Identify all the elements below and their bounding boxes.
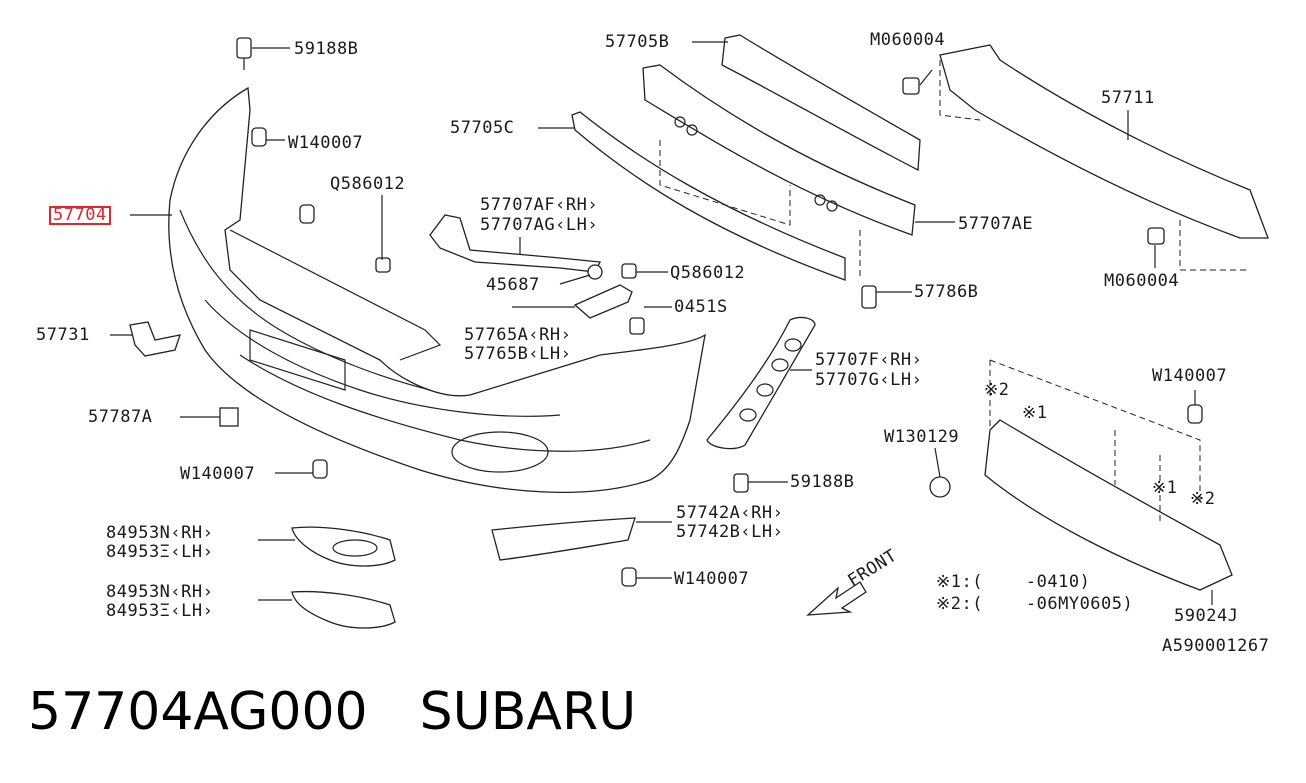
label-84953o-2[interactable]: 84953Ξ‹LH› bbox=[106, 601, 214, 621]
label-note-2: ※2:( -06MY0605) bbox=[936, 594, 1134, 614]
bolt-q586012-a[interactable] bbox=[375, 257, 391, 273]
bolt-m060004-a[interactable] bbox=[902, 77, 920, 95]
label-q586012-a[interactable]: Q586012 bbox=[330, 174, 406, 194]
clip-w130129[interactable] bbox=[929, 476, 951, 498]
label-57707f[interactable]: 57707F‹RH› bbox=[815, 350, 923, 370]
label-q586012-b[interactable]: Q586012 bbox=[670, 263, 746, 283]
screw-w140007-c[interactable] bbox=[621, 567, 637, 587]
label-57705c[interactable]: 57705C bbox=[450, 118, 515, 138]
label-note-mark-2a: ※2 bbox=[984, 380, 1010, 400]
front-arrow-icon bbox=[806, 581, 867, 616]
label-note-mark-1a: ※1 bbox=[1022, 403, 1048, 423]
screw-w140007-d[interactable] bbox=[1187, 404, 1203, 424]
label-57705b[interactable]: 57705B bbox=[605, 32, 670, 52]
label-57711[interactable]: 57711 bbox=[1101, 88, 1155, 108]
clip-w140007-b[interactable] bbox=[312, 459, 328, 479]
fog-cover-84953-lower[interactable] bbox=[291, 590, 396, 629]
bolt-0451s[interactable] bbox=[629, 317, 645, 335]
label-w140007-a[interactable]: W140007 bbox=[288, 133, 364, 153]
label-57707ae[interactable]: 57707AE bbox=[958, 214, 1034, 234]
part-footer: 57704AG000 SUBARU bbox=[28, 682, 636, 742]
brand-name: SUBARU bbox=[419, 682, 637, 742]
label-57765b[interactable]: 57765B‹LH› bbox=[464, 344, 572, 364]
label-w140007-d[interactable]: W140007 bbox=[1152, 366, 1228, 386]
label-59188b-mid[interactable]: 59188B bbox=[790, 472, 855, 492]
leader-lines bbox=[110, 41, 1213, 605]
label-59024j[interactable]: 59024J bbox=[1174, 606, 1239, 626]
label-59188b-top[interactable]: 59188B bbox=[294, 39, 359, 59]
under-cover-59024j[interactable] bbox=[984, 419, 1233, 591]
label-45687[interactable]: 45687 bbox=[486, 275, 540, 295]
label-w130129[interactable]: W130129 bbox=[884, 427, 960, 447]
label-note-mark-2b: ※2 bbox=[1190, 489, 1216, 509]
label-w140007-c[interactable]: W140007 bbox=[674, 569, 750, 589]
part-number: 57704AG000 bbox=[28, 682, 368, 742]
clip-under[interactable] bbox=[299, 204, 315, 224]
beam-57711[interactable] bbox=[939, 44, 1269, 239]
label-57787a[interactable]: 57787A bbox=[88, 407, 153, 427]
label-57707af[interactable]: 57707AF‹RH› bbox=[480, 195, 599, 215]
bracket-57731[interactable] bbox=[129, 321, 181, 357]
bracket-57765a[interactable] bbox=[573, 284, 633, 319]
label-57707g[interactable]: 57707G‹LH› bbox=[815, 370, 923, 390]
bolt-57786b[interactable] bbox=[861, 285, 877, 309]
clip-59188b-top[interactable] bbox=[236, 37, 252, 70]
bumper-cover-57704[interactable] bbox=[168, 86, 706, 493]
absorber-57705b[interactable] bbox=[721, 34, 921, 172]
label-57786b[interactable]: 57786B bbox=[914, 282, 979, 302]
absorber-57705c[interactable] bbox=[571, 111, 846, 281]
screw-w140007-a[interactable] bbox=[251, 127, 267, 147]
fog-cover-84953-upper[interactable] bbox=[291, 526, 396, 567]
label-m060004-b[interactable]: M060004 bbox=[1104, 271, 1180, 291]
label-57704-highlighted[interactable]: 57704 bbox=[49, 206, 111, 225]
bracket-57707f[interactable] bbox=[706, 316, 816, 450]
label-note-1: ※1:( -0410) bbox=[936, 572, 1091, 592]
bracket-57707af[interactable] bbox=[429, 214, 602, 273]
cover-57742a[interactable] bbox=[491, 517, 636, 561]
label-57742b[interactable]: 57742B‹LH› bbox=[676, 522, 784, 542]
label-57742a[interactable]: 57742A‹RH› bbox=[676, 503, 784, 523]
label-84953o-1[interactable]: 84953Ξ‹LH› bbox=[106, 542, 214, 562]
label-m060004-a[interactable]: M060004 bbox=[870, 30, 946, 50]
label-57731[interactable]: 57731 bbox=[36, 325, 90, 345]
clip-57787a[interactable] bbox=[219, 407, 239, 427]
label-57707ag[interactable]: 57707AG‹LH› bbox=[480, 215, 599, 235]
label-84953n-1[interactable]: 84953N‹RH› bbox=[106, 523, 214, 543]
support-57707ae[interactable] bbox=[642, 64, 916, 236]
bolt-q586012-b[interactable] bbox=[621, 263, 637, 279]
label-0451s[interactable]: 0451S bbox=[674, 297, 728, 317]
bolt-m060004-b[interactable] bbox=[1147, 227, 1165, 245]
label-note-mark-1b: ※1 bbox=[1152, 478, 1178, 498]
grommet-45687[interactable] bbox=[587, 264, 603, 280]
clip-59188b-mid[interactable] bbox=[733, 473, 749, 493]
diagram-code: A590001267 bbox=[1162, 636, 1270, 656]
label-84953n-2[interactable]: 84953N‹RH› bbox=[106, 582, 214, 602]
label-57765a[interactable]: 57765A‹RH› bbox=[464, 325, 572, 345]
label-w140007-b[interactable]: W140007 bbox=[180, 464, 256, 484]
